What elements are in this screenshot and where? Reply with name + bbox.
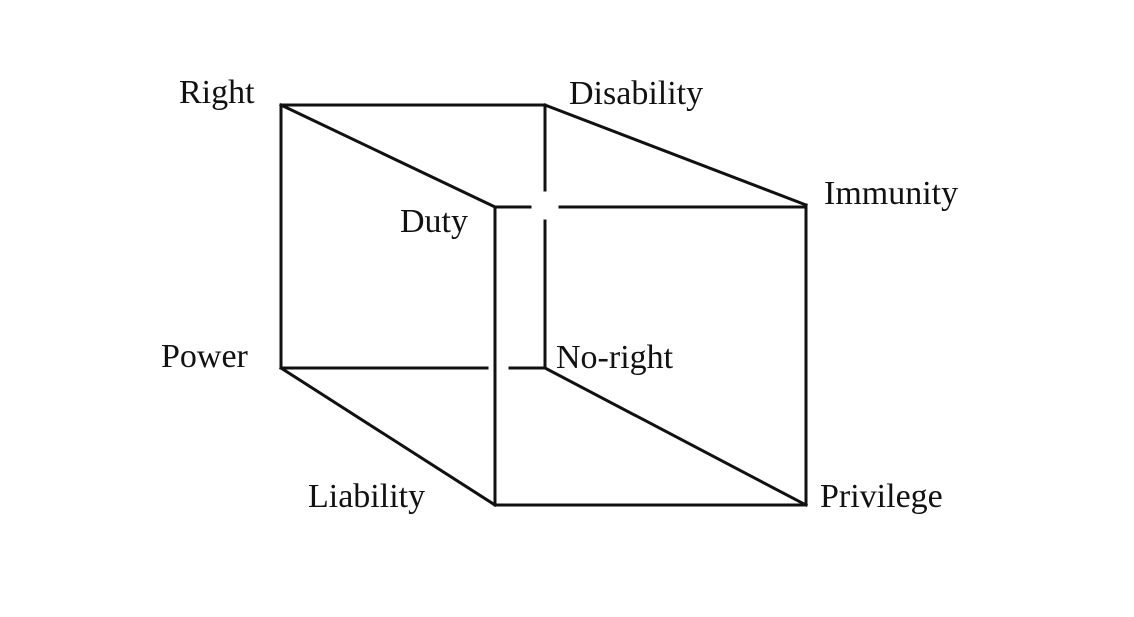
edge-power-liability (278, 365, 498, 508)
corner-label-power: Power (161, 338, 248, 375)
edge-no-right-privilege (542, 365, 809, 508)
corner-label-immunity: Immunity (824, 175, 959, 212)
corner-label-duty: Duty (400, 203, 468, 240)
edge-disability-immunity (543, 103, 808, 207)
edge-right-duty (279, 103, 497, 209)
corner-label-liability: Liability (308, 478, 426, 515)
corner-label-no-right: No-right (556, 339, 674, 376)
corner-label-right: Right (179, 74, 255, 111)
corner-label-privilege: Privilege (820, 478, 943, 515)
corner-label-disability: Disability (569, 75, 704, 112)
